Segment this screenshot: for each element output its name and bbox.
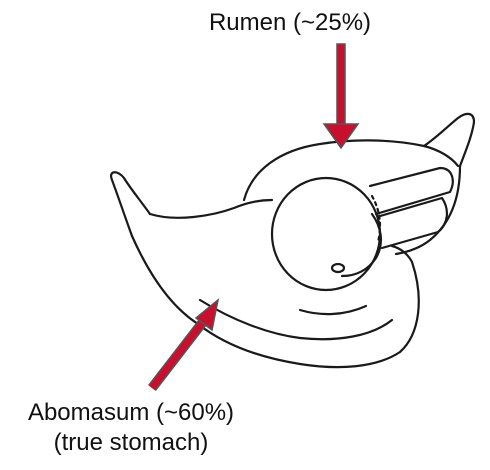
omasum-outline: [272, 178, 380, 290]
reticulum-outline: [342, 214, 381, 276]
abomasum-label-group: Abomasum (~60%) (true stomach): [0, 398, 262, 458]
rumen-arrow: [324, 44, 358, 148]
connector-tube-outline-2: [380, 198, 447, 248]
abomasum-top-outline: [150, 200, 272, 218]
abomasum-label: Abomasum (~60%): [0, 398, 262, 428]
abomasum-fold-outline: [200, 300, 392, 339]
abomasum-note-label: (true stomach): [0, 428, 262, 458]
rumen-label: Rumen (~25%): [0, 8, 490, 38]
abomasum-fold-outline-2: [300, 306, 366, 314]
rumen-outline: [244, 140, 458, 200]
left-spout-outline: [111, 172, 150, 236]
pylorus-outline: [332, 264, 344, 272]
